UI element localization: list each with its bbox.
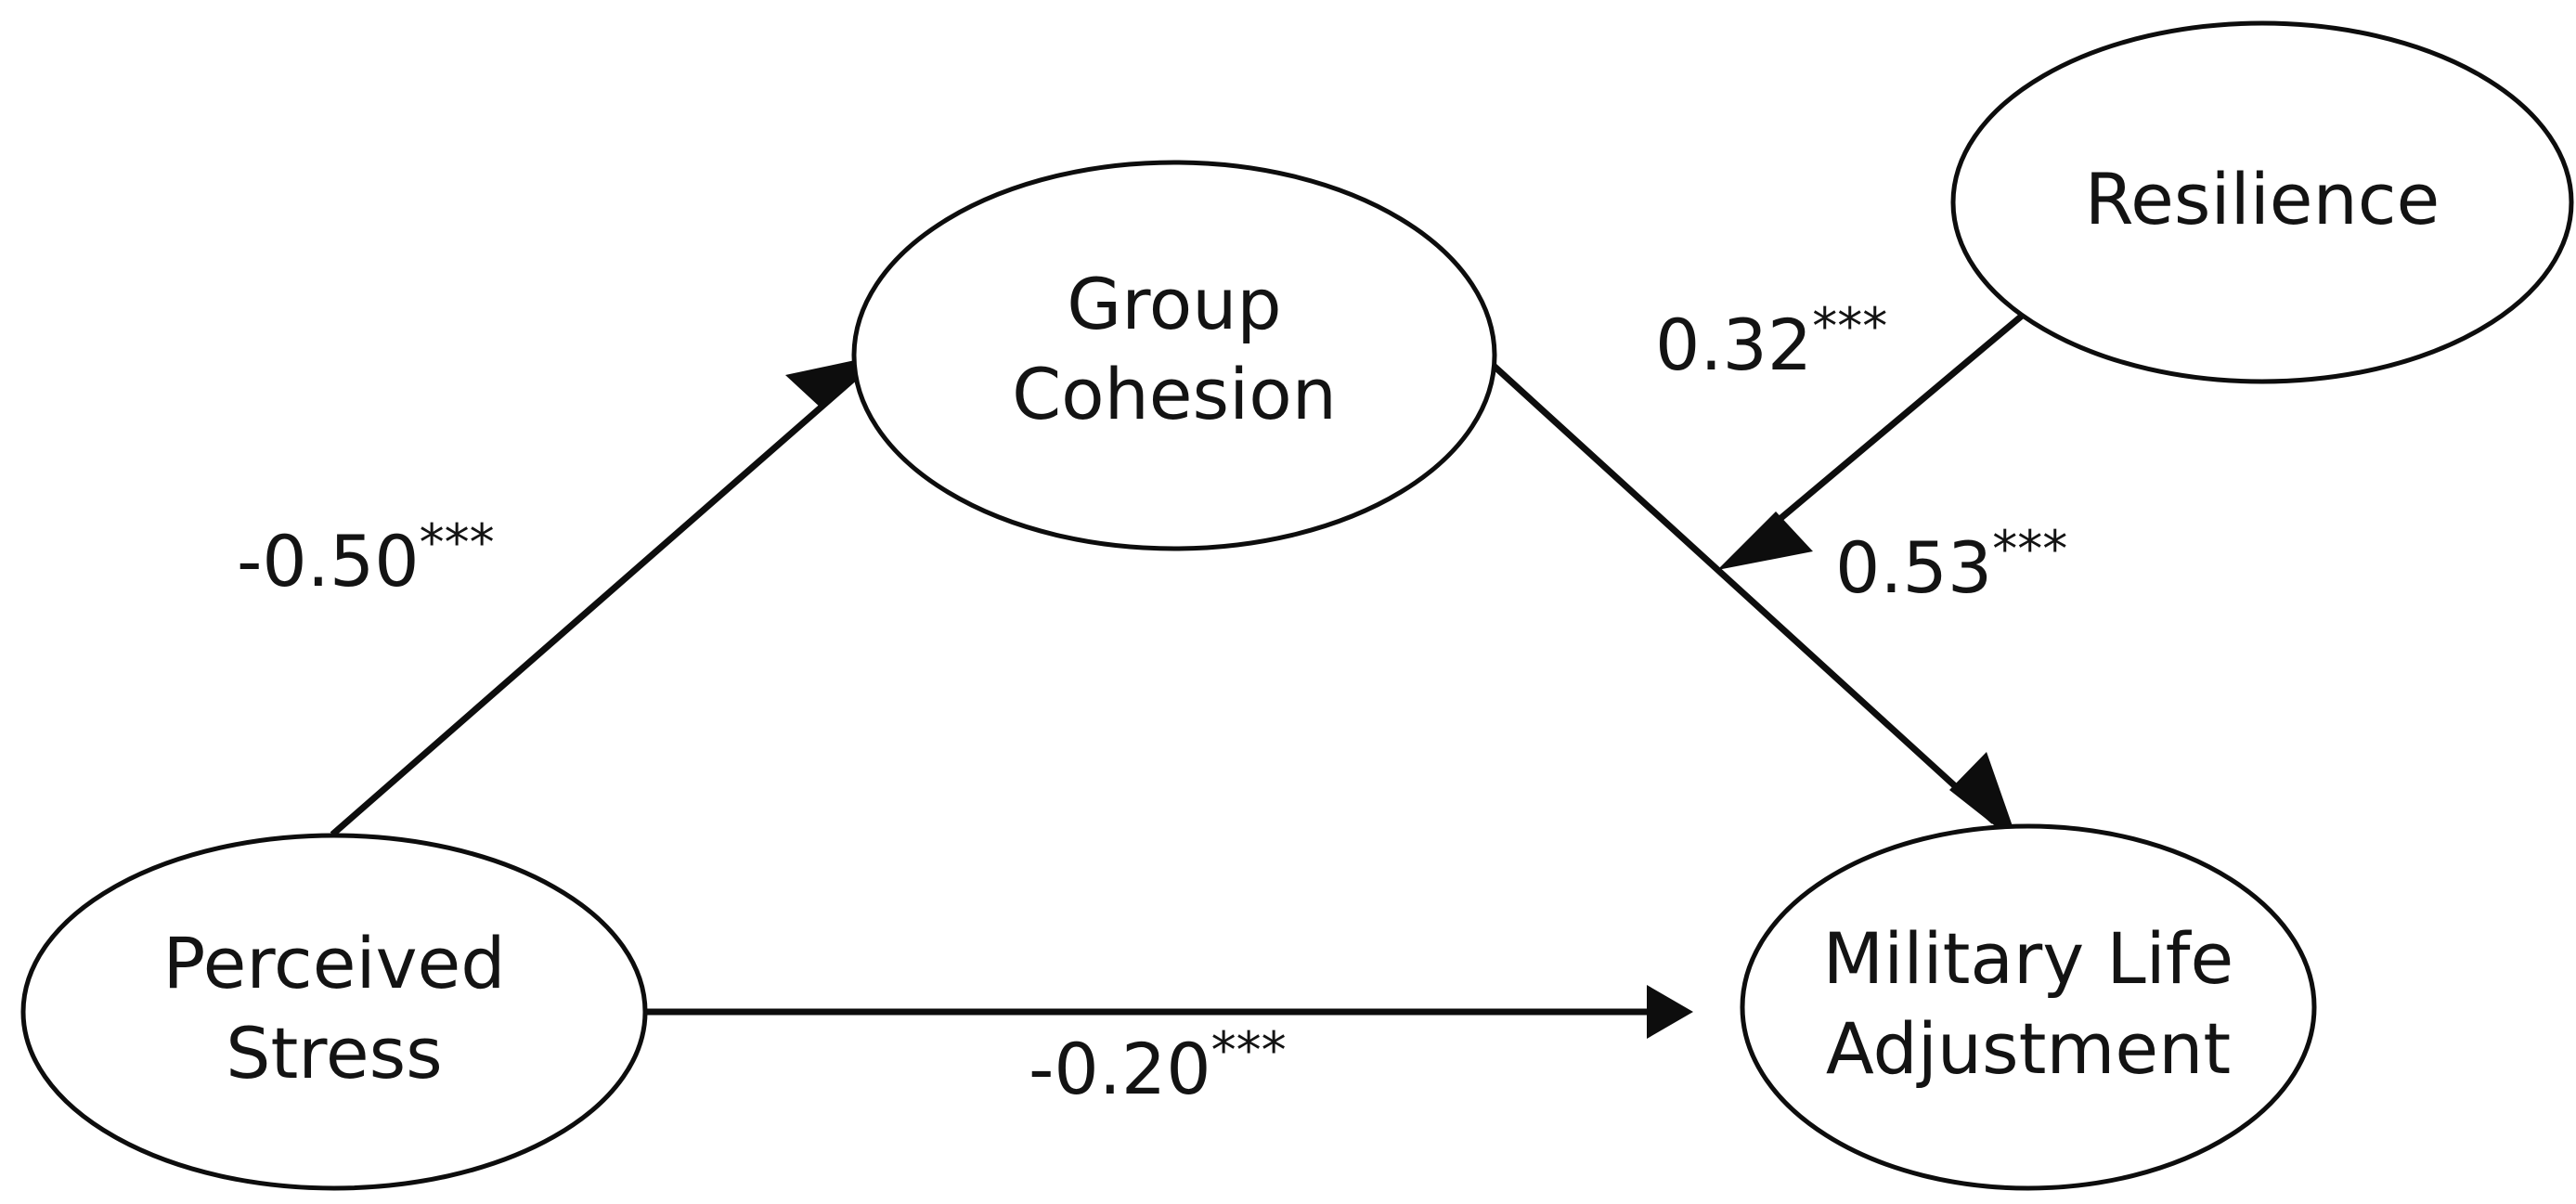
edge-cohesion-to-adjustment-line xyxy=(1469,343,1997,824)
node-resilience-shape xyxy=(1950,20,2574,384)
node-perceived-stress-label-line2: Stress xyxy=(226,1012,443,1094)
edge-label-resilience-moderation-significance: *** xyxy=(1812,297,1887,356)
node-group-cohesion-label-line1: Group xyxy=(1067,263,1281,345)
edge-label-cohesion-to-adjustment-coefficient: 0.53 xyxy=(1835,526,1992,609)
edge-stress-to-adjustment-arrowhead xyxy=(1647,985,1693,1039)
edge-resilience-moderation-arrowhead xyxy=(1717,511,1813,570)
edge-label-stress-to-adjustment-significance: *** xyxy=(1211,1021,1287,1080)
node-military-life-adjustment-shape xyxy=(1740,823,2317,1191)
edge-label-stress-to-cohesion: -0.50*** xyxy=(237,513,495,602)
edge-label-stress-to-cohesion-significance: *** xyxy=(420,513,495,572)
edge-label-resilience-moderation: 0.32*** xyxy=(1655,297,1887,386)
edge-label-stress-to-cohesion-coefficient: -0.50 xyxy=(237,520,420,602)
node-group-cohesion-shape xyxy=(851,160,1497,551)
edge-resilience-moderation[interactable] xyxy=(1717,309,2029,570)
edge-cohesion-to-adjustment-arrowhead xyxy=(1949,752,2019,845)
node-military-life-adjustment-label-line1: Military Life xyxy=(1823,917,2234,1000)
edge-stress-to-adjustment[interactable] xyxy=(644,985,1693,1039)
node-resilience-label-line1: Resilience xyxy=(2085,158,2440,240)
edge-stress-to-cohesion-line xyxy=(330,373,860,837)
edge-resilience-moderation-line xyxy=(1752,309,2029,543)
node-group-cohesion[interactable]: Group Cohesion xyxy=(851,160,1497,551)
node-military-life-adjustment-label-line2: Adjustment xyxy=(1826,1007,2231,1090)
node-perceived-stress-label-line1: Perceived xyxy=(162,922,505,1004)
edge-label-resilience-moderation-coefficient: 0.32 xyxy=(1655,304,1812,386)
edge-label-stress-to-adjustment-coefficient: -0.20 xyxy=(1029,1028,1211,1110)
node-perceived-stress[interactable]: Perceived Stress xyxy=(20,833,648,1191)
node-perceived-stress-shape xyxy=(20,833,648,1191)
node-group-cohesion-label-line2: Cohesion xyxy=(1012,353,1337,435)
edge-label-cohesion-to-adjustment: 0.53*** xyxy=(1835,520,2067,609)
node-resilience[interactable]: Resilience xyxy=(1950,20,2574,384)
edge-label-cohesion-to-adjustment-significance: *** xyxy=(1992,520,2067,578)
node-military-life-adjustment[interactable]: Military Life Adjustment xyxy=(1740,823,2317,1191)
edge-label-stress-to-adjustment: -0.20*** xyxy=(1029,1021,1287,1110)
edge-cohesion-to-adjustment[interactable] xyxy=(1469,343,2019,845)
